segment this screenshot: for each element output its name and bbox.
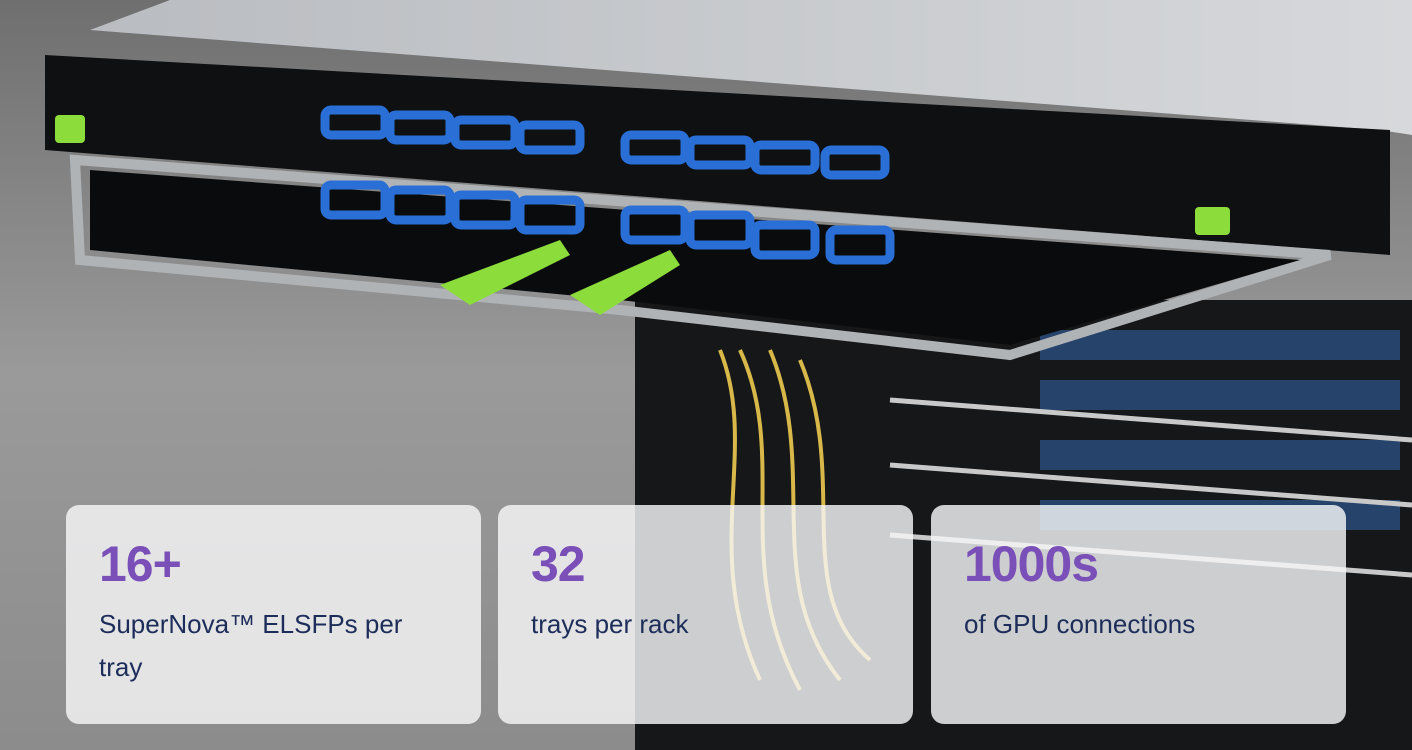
stat-label: trays per rack <box>531 609 689 639</box>
stat-card-elsfps: 16+ SuperNova™ ELSFPs per tray <box>66 505 481 724</box>
stat-value: 1000s <box>964 536 1099 592</box>
stat-card-gpu-connections: 1000s of GPU connections <box>931 505 1346 724</box>
stat-label: of GPU connections <box>964 609 1196 639</box>
stat-label: SuperNova™ ELSFPs per tray <box>99 609 403 682</box>
stat-card-trays: 32 trays per rack <box>498 505 913 724</box>
stat-value: 32 <box>531 536 586 592</box>
stat-value: 16+ <box>99 536 182 592</box>
